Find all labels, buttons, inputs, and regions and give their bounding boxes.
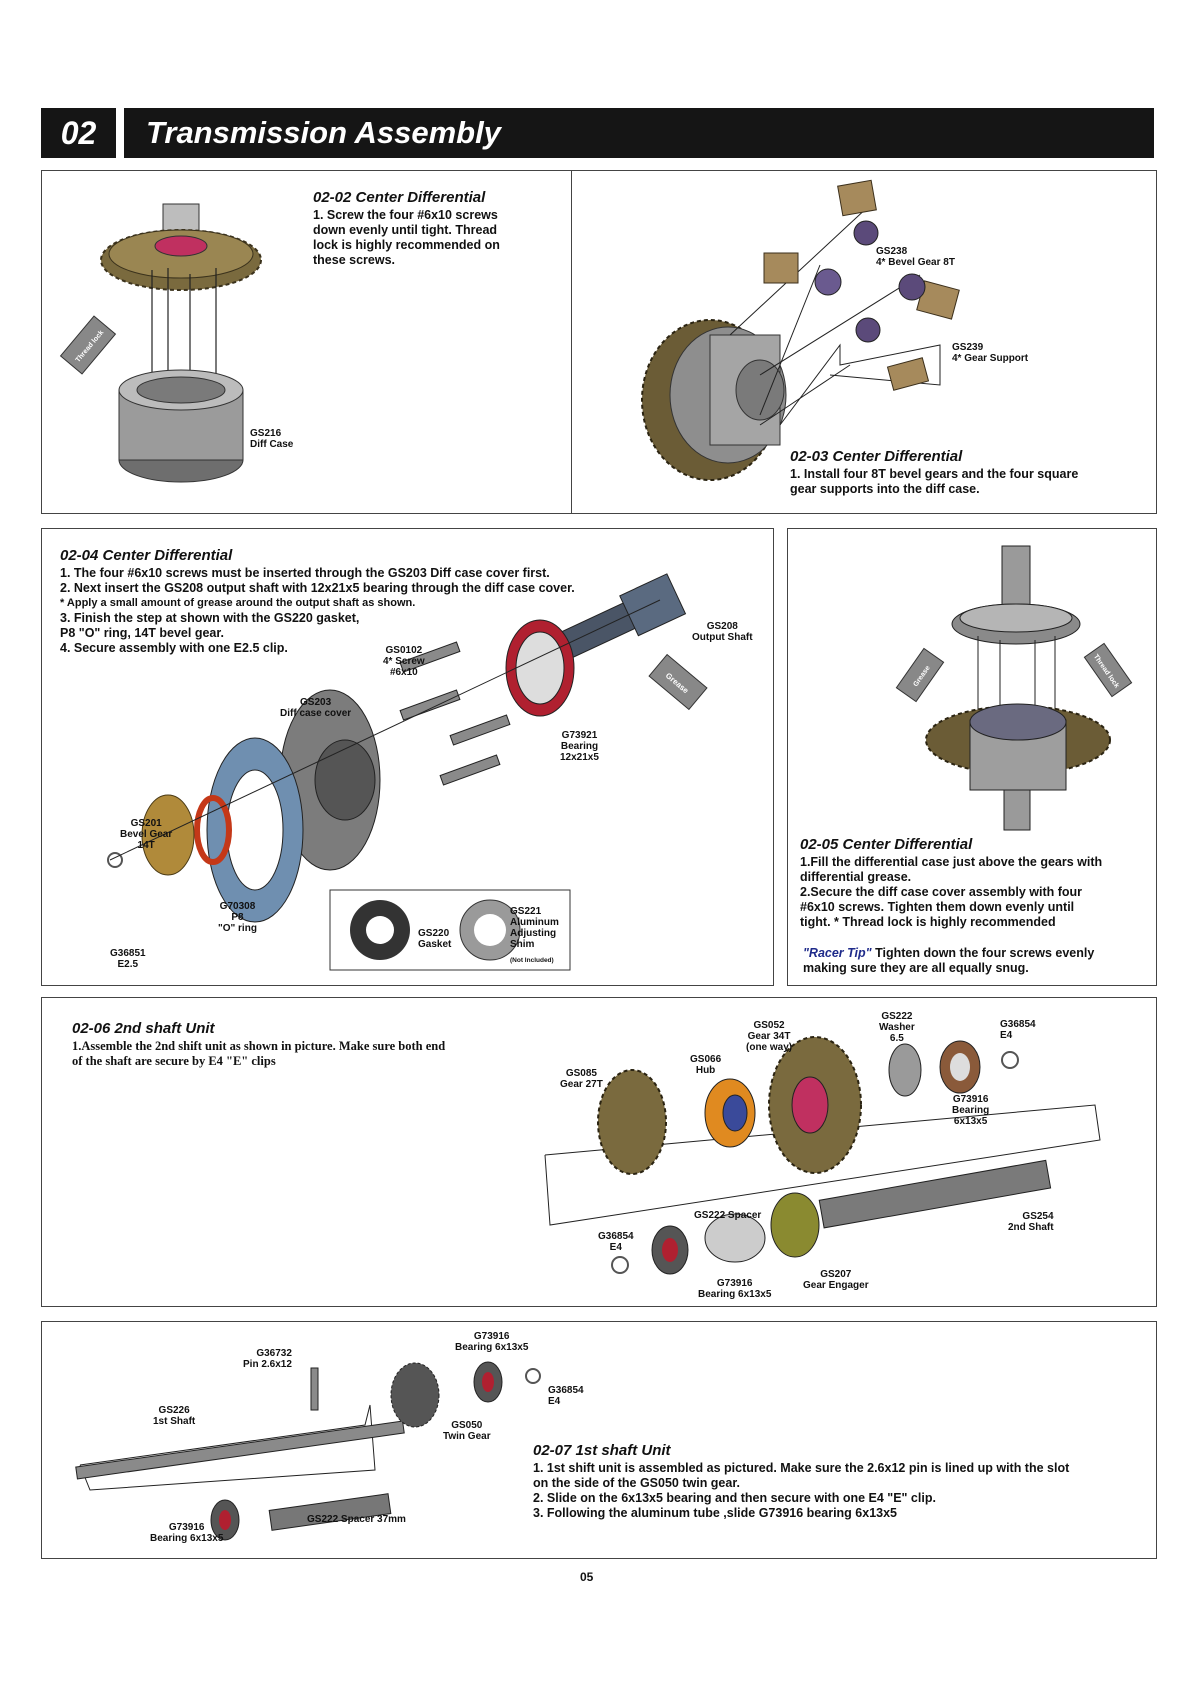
step-title: 02-04 Center Differential: [60, 547, 233, 564]
bevel-gear-illustration: [641, 179, 960, 481]
part-label-gs0102: GS0102 4* Screw #6x10: [383, 645, 425, 678]
part-label-gs226: GS226 1st Shaft: [153, 1405, 196, 1427]
diff-cover-illustration: Grease: [107, 573, 708, 971]
part-label-gs052: GS052 Gear 34T (one way): [746, 1020, 793, 1053]
step-title: 02-03 Center Differential: [790, 448, 963, 465]
part-label-g36851: G36851 E2.5: [110, 948, 146, 970]
part-label-g73916-top: G73916 Bearing 6x13x5: [455, 1331, 529, 1353]
step-item: 1.Fill the differential case just above …: [800, 855, 1103, 884]
part-label-gs066: GS066 Hub: [690, 1054, 722, 1076]
not-included-note: (Not Included): [510, 957, 554, 964]
part-label-gs203: GS203 Diff case cover: [280, 697, 352, 719]
part-label-gs201: GS201 Bevel Gear 14T: [120, 818, 173, 851]
part-label-g73916-bottom: G73916 Bearing 6x13x5: [698, 1278, 772, 1300]
part-label-gs254: GS254 2nd Shaft: [1008, 1211, 1054, 1233]
step-02-03-text: 02-03 Center Differential 1. Install fou…: [790, 448, 1150, 497]
section-number: 02: [41, 108, 116, 158]
part-label-g73916-bottom: G73916 Bearing 6x13x5: [150, 1522, 224, 1544]
step-02-07-text: 02-07 1st shaft Unit 1. 1st shift unit i…: [533, 1442, 1133, 1521]
step-item: 2.Secure the diff case cover assembly wi…: [800, 885, 1083, 929]
part-label-g36732: G36732 Pin 2.6x12: [243, 1348, 292, 1370]
step-item: 1. 1st shift unit is assembled as pictur…: [533, 1461, 1070, 1490]
part-label-g73916-top: G73916 Bearing 6x13x5: [952, 1094, 990, 1127]
part-label-gs222-spacer: GS222 Spacer: [694, 1210, 762, 1221]
part-label-gs221: GS221 Aluminum Adjusting Shim: [510, 906, 559, 950]
part-label-gs208: GS208 Output Shaft: [692, 621, 753, 643]
step-title: 02-05 Center Differential: [800, 836, 973, 853]
part-label-gs238: GS238 4* Bevel Gear 8T: [876, 246, 955, 268]
racer-tip-text: Tighten down the four screws evenly maki…: [803, 946, 1095, 975]
part-label-g36854-top: G36854 E4: [1000, 1019, 1036, 1041]
step-item: 1. Install four 8T bevel gears and the f…: [790, 467, 1079, 496]
second-shaft-illustration: [544, 1036, 1101, 1275]
part-label-gs222-washer: GS222 Washer 6.5: [879, 1011, 915, 1044]
step-item: 4. Secure assembly with one E2.5 clip.: [60, 641, 288, 655]
step-02-04-text: 02-04 Center Differential 1. The four #6…: [60, 547, 680, 656]
diff-case-illustration: Thread lock: [59, 203, 262, 483]
step-item: 3. Following the aluminum tube ,slide G7…: [533, 1506, 897, 1520]
step-02-06-text: 02-06 2nd shaft Unit 1.Assemble the 2nd …: [72, 1020, 532, 1069]
part-label-g36854: G36854 E4: [548, 1385, 584, 1407]
part-label-gs239: GS239 4* Gear Support: [952, 342, 1029, 364]
step-item: 1. The four #6x10 screws must be inserte…: [60, 566, 550, 580]
step-item: 2. Next insert the GS208 output shaft wi…: [60, 581, 575, 595]
step-item: 1.Assemble the 2nd shift unit as shown i…: [72, 1039, 446, 1068]
step-02-05-text: 02-05 Center Differential 1.Fill the dif…: [800, 836, 1155, 930]
racer-tip: "Racer Tip" Tighten down the four screws…: [803, 946, 1153, 976]
part-label-gs207: GS207 Gear Engager: [803, 1269, 869, 1291]
step-title: 02-02 Center Differential: [313, 189, 486, 206]
part-label-gs222-spacer: GS222 Spacer 37mm: [307, 1514, 406, 1525]
diff-assembly-illustration: Grease Thread lock: [895, 545, 1133, 831]
step-item: * Apply a small amount of grease around …: [60, 597, 416, 609]
step-item: 3. Finish the step at shown with the GS2…: [60, 611, 360, 640]
step-item: 1. Screw the four #6x10 screws down even…: [313, 208, 500, 267]
part-label-g36854-bottom: G36854 E4: [598, 1231, 634, 1253]
step-title: 02-07 1st shaft Unit: [533, 1442, 671, 1459]
first-shaft-illustration: [75, 1361, 541, 1541]
step-title: 02-06 2nd shaft Unit: [72, 1020, 215, 1037]
page-number: 05: [580, 1570, 594, 1584]
part-label-gs220: GS220 Gasket: [418, 928, 452, 950]
part-label-gs216: GS216 Diff Case: [250, 428, 294, 450]
step-02-02-text: 02-02 Center Differential 1. Screw the f…: [313, 189, 583, 268]
part-label-gs085: GS085 Gear 27T: [560, 1068, 603, 1090]
section-title: Transmission Assembly: [124, 108, 1154, 158]
part-label-g70308: G70308 P8 "O" ring: [218, 901, 257, 934]
part-label-g73921: G73921 Bearing 12x21x5: [560, 730, 599, 763]
step-item: 2. Slide on the 6x13x5 bearing and then …: [533, 1491, 936, 1505]
racer-tip-label: "Racer Tip": [803, 946, 872, 960]
part-label-gs050: GS050 Twin Gear: [443, 1420, 491, 1442]
